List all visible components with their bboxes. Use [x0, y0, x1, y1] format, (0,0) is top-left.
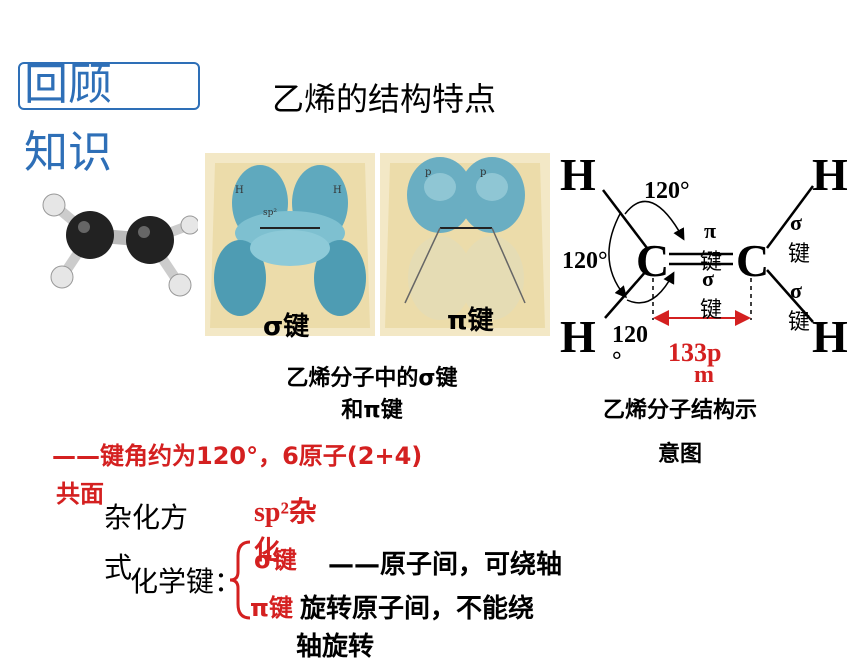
- svg-text:H: H: [235, 185, 244, 196]
- hybridization-value-2: 化: [254, 536, 281, 566]
- hybridization-label-1: 杂化方: [104, 501, 189, 534]
- angle-bottom-label-1: 120: [612, 322, 648, 348]
- sigma-bond-model: H H sp²: [205, 153, 375, 336]
- pi-bond-desc-1: 旋转原子间，不能绕: [300, 594, 535, 624]
- pi-bond-marker-1: π: [704, 218, 717, 243]
- atom-h-bottom-left: H: [560, 311, 596, 362]
- angle-bottom-label-2: °: [612, 348, 622, 374]
- bond-brace-icon: [229, 540, 251, 620]
- atom-c-left: C: [636, 235, 670, 286]
- pi-bond-marker-2: 键: [700, 250, 723, 275]
- review-badge-frame: [18, 62, 200, 110]
- atom-h-top-right: H: [812, 149, 848, 200]
- diagram-caption-line2: 意图: [657, 442, 702, 467]
- sigma-bond-desc: ——原子间，可绕轴: [328, 550, 563, 580]
- svg-text:p: p: [425, 167, 431, 178]
- bond-angle-note-line1: ——键角约为120°，6原子(2+4): [52, 442, 423, 470]
- structure-diagram-lines: [602, 185, 815, 326]
- chemical-bond-label: 化学键：: [130, 565, 243, 598]
- angle-left-label: 120°: [562, 248, 608, 274]
- sigma-mid-marker-2: 键: [700, 298, 723, 323]
- hybridization-value-1: sp²杂: [254, 497, 317, 528]
- bond-caption-line2: 和π键: [341, 398, 403, 423]
- sigma-right-2-marker-2: 键: [788, 310, 811, 335]
- atom-h-bottom-right: H: [812, 311, 848, 362]
- review-label-line1: 回顾: [24, 59, 112, 110]
- hybridization-label-2: 式: [104, 551, 133, 584]
- page-title: 乙烯的结构特点: [272, 80, 497, 118]
- sigma-right-1-marker: σ: [790, 210, 802, 235]
- bond-angle-note-line2: 共面: [56, 480, 104, 508]
- diagram-caption-line1: 乙烯分子结构示: [602, 398, 757, 423]
- pi-bond-label: π键: [447, 306, 494, 336]
- svg-text:H: H: [333, 185, 342, 196]
- atom-h-top-left: H: [560, 149, 596, 200]
- ethylene-ball-stick-model: [42, 193, 198, 297]
- bond-caption-line1: 乙烯分子中的σ键: [286, 366, 458, 391]
- angle-top-label: 120°: [644, 178, 690, 204]
- sigma-bond-type: σ键: [254, 546, 297, 574]
- pi-bond-model: p p: [380, 153, 550, 336]
- bond-length-label-2: m: [694, 362, 714, 388]
- sigma-mid-marker-1: σ: [702, 266, 714, 291]
- bond-length-label-1: 133p: [668, 338, 722, 367]
- svg-text:p: p: [480, 167, 486, 178]
- pi-bond-type: π键: [250, 594, 293, 622]
- review-label-line2: 知识: [24, 127, 112, 178]
- sigma-right-1-marker-2: 键: [788, 242, 811, 267]
- svg-text:sp²: sp²: [263, 208, 277, 218]
- atom-c-right: C: [736, 235, 770, 286]
- sigma-bond-label: σ键: [263, 312, 310, 342]
- sigma-right-2-marker: σ: [790, 278, 802, 303]
